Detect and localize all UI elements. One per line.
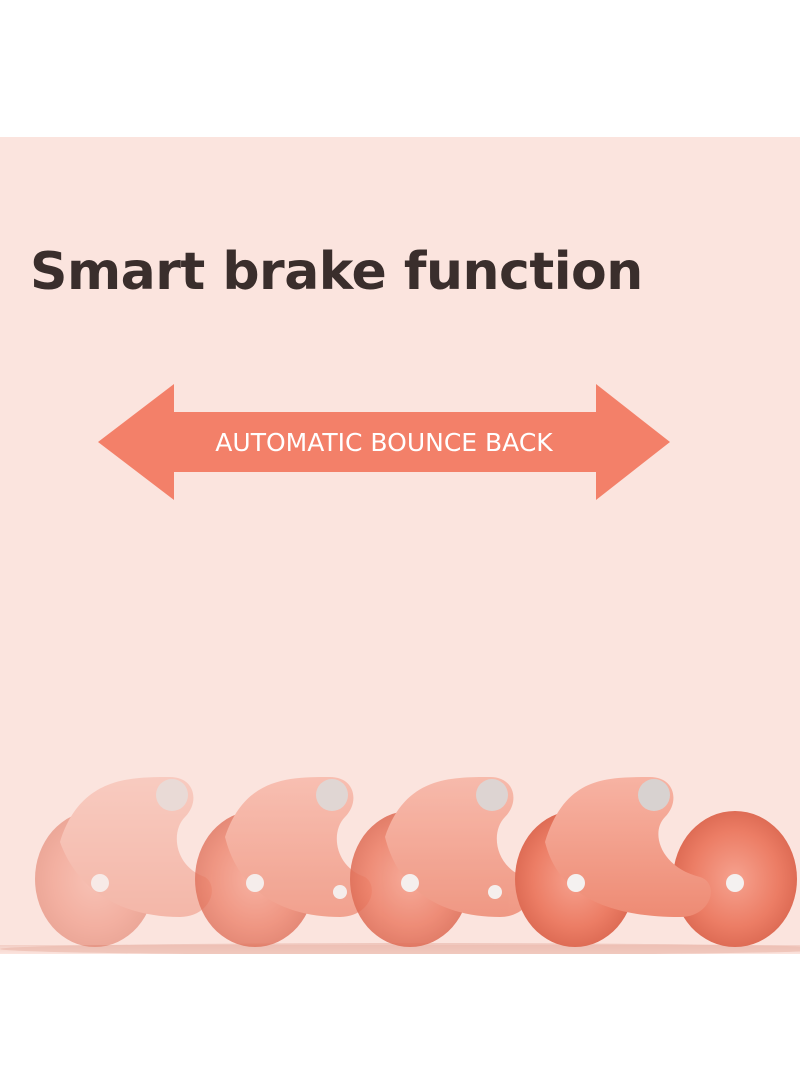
roller-4 — [515, 777, 797, 947]
bounce-back-arrow: AUTOMATIC BOUNCE BACK — [98, 384, 670, 500]
roller-3 — [350, 777, 532, 947]
product-image-panel: Smart brake function AUTOMATIC BOUNCE BA… — [0, 137, 800, 954]
ab-roller-sequence — [0, 627, 800, 954]
ab-roller-motion-sequence-icon — [0, 777, 800, 954]
arrow-label: AUTOMATIC BOUNCE BACK — [215, 427, 553, 457]
headline: Smart brake function — [30, 242, 643, 302]
roller-2 — [195, 777, 372, 947]
double-arrow-icon — [98, 384, 670, 500]
roller-1 — [35, 777, 212, 947]
